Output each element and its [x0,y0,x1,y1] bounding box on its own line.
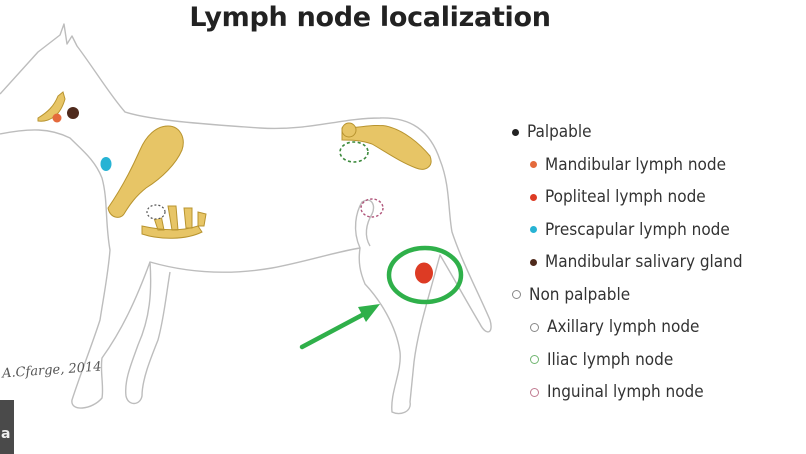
legend-dot-icon [530,193,537,201]
legend-dot-icon [530,226,537,234]
popliteal-lymph-node [415,262,433,284]
prescapular-lymph-node [100,157,112,171]
legend-label: Non palpable [529,284,631,305]
legend-label: Mandibular salivary gland [545,252,743,273]
axillary-lymph-node [146,204,166,220]
highlight-circle [386,245,464,305]
legend-item: Prescapular lymph node [512,214,743,247]
legend-item: Inguinal lymph node [512,376,743,409]
legend-label: Mandibular lymph node [545,154,727,175]
legend-item: Axillary lymph node [512,311,743,344]
legend-hollow-dot-icon [530,387,539,397]
legend-hollow-dot-icon [530,355,539,365]
hip-bone [341,124,432,170]
legend-bullet-icon [512,290,521,300]
page-title: Lymph node localization [189,2,551,33]
legend-dot-icon [530,258,537,266]
legend-label: Inguinal lymph node [547,382,704,403]
legend-hollow-dot-icon [530,322,539,332]
legend-label: Popliteal lymph node [545,187,706,208]
legend-group-palpable: Palpable [512,116,743,149]
hip-joint [341,122,357,138]
iliac-lymph-node [339,141,369,163]
legend-item: Mandibular lymph node [512,149,743,182]
legend-dot-icon [530,161,537,169]
legend-bullet-icon [512,128,519,136]
dog-outline-foreleg [124,261,171,405]
dog-outline [0,23,492,415]
mandibular-lymph-node [52,113,62,123]
jaw-bone [37,91,66,122]
legend-label: Iliac lymph node [547,349,674,370]
pointer-arrow-head [358,304,380,322]
legend-label: Prescapular lymph node [545,219,730,240]
mandibular-salivary-gland [67,107,79,119]
legend-label: Axillary lymph node [547,317,700,338]
legend-label: Palpable [527,122,592,143]
legend-item: Iliac lymph node [512,344,743,377]
legend-item: Mandibular salivary gland [512,246,743,279]
pointer-arrow-shaft [299,310,369,350]
legend-item: Popliteal lymph node [512,181,743,214]
inguinal-lymph-node [360,198,384,218]
scapula-bone [107,125,184,218]
dog-outline-hindleg [354,199,375,249]
corner-tab: a [0,400,14,454]
legend-group-non-palpable: Non palpable [512,279,743,312]
legend: Palpable Mandibular lymph node Popliteal… [512,116,743,409]
corner-glyph: a [1,426,11,442]
